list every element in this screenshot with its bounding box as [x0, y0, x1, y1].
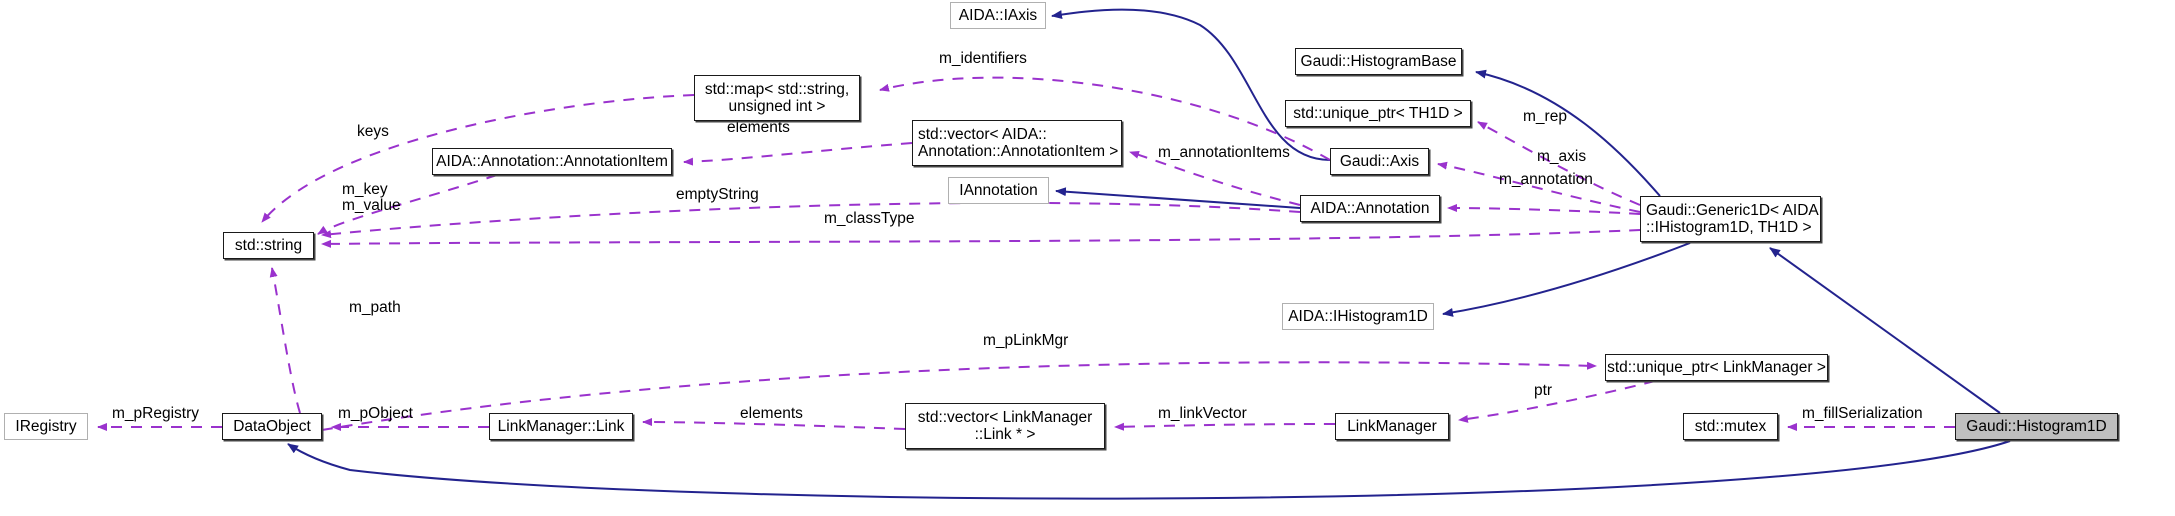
edge-label-m-pregistry: m_pRegistry: [112, 405, 199, 422]
node-std-mutex[interactable]: std::mutex: [1683, 413, 1778, 440]
node-std-vector-linkmanager-link-ptr[interactable]: std::vector< LinkManager ::Link * >: [905, 403, 1105, 449]
node-iannotation[interactable]: IAnnotation: [948, 177, 1049, 204]
edge-label-m-annotationitems: m_annotationItems: [1158, 144, 1290, 161]
edge-label-m-fillserialization: m_fillSerialization: [1802, 405, 1923, 422]
node-std-unique-ptr-th1d[interactable]: std::unique_ptr< TH1D >: [1285, 100, 1471, 127]
edge-inherit-histogram1d-dataobject: [287, 440, 2011, 500]
edge-usage-ptr: [1458, 380, 1656, 423]
edge-label-m-plinkmgr: m_pLinkMgr: [983, 332, 1069, 349]
edge-usage-m-linkvector: [1114, 422, 1336, 431]
edge-label-m-rep: m_rep: [1523, 108, 1567, 125]
edge-label-ptr: ptr: [1534, 382, 1553, 399]
edge-inherit-generic1d-ihistogram1d: [1442, 242, 1691, 317]
edge-label-m-path: m_path: [349, 299, 401, 316]
node-aida-annotation[interactable]: AIDA::Annotation: [1300, 195, 1440, 222]
edge-label-m-axis: m_axis: [1537, 148, 1587, 165]
edge-label-m-classtype: m_classType: [824, 210, 915, 227]
node-std-unique-ptr-linkmanager[interactable]: std::unique_ptr< LinkManager >: [1605, 354, 1828, 381]
node-dataobject[interactable]: DataObject: [222, 413, 322, 440]
edge-label-keys: keys: [357, 123, 389, 140]
edge-inherit-histogram1d-generic1d: [1769, 247, 2001, 414]
node-std-vector-annotationitem[interactable]: std::vector< AIDA:: Annotation::Annotati…: [912, 120, 1122, 166]
node-aida-annotation-annotationitem[interactable]: AIDA::Annotation::AnnotationItem: [432, 148, 672, 175]
node-linkmanager[interactable]: LinkManager: [1335, 413, 1449, 440]
edge-usage-m-annotation: [1447, 204, 1641, 215]
node-gaudi-axis[interactable]: Gaudi::Axis: [1330, 148, 1429, 175]
edge-usage-m-classtype: [321, 229, 1641, 248]
node-linkmanager-link[interactable]: LinkManager::Link: [489, 413, 633, 440]
node-std-string[interactable]: std::string: [223, 232, 314, 259]
edge-label-elements-link: elements: [740, 405, 803, 422]
edge-inherit-annotation-iannotation: [1055, 187, 1301, 209]
node-gaudi-generic1d[interactable]: Gaudi::Generic1D< AIDA ::IHistogram1D, T…: [1640, 196, 1821, 242]
node-gaudi-histogrambase[interactable]: Gaudi::HistogramBase: [1295, 48, 1462, 75]
node-aida-ihistogram1d[interactable]: AIDA::IHistogram1D: [1282, 303, 1434, 330]
edge-usage-elements-link: [642, 418, 906, 430]
edge-label-m-linkvector: m_linkVector: [1158, 405, 1247, 422]
edge-label-emptystring: emptyString: [676, 186, 759, 203]
edge-label-m-key-m-value: m_key m_value: [342, 181, 401, 214]
edge-usage-m-path: [269, 267, 301, 414]
node-iregistry[interactable]: IRegistry: [4, 413, 88, 440]
edge-label-elements-annotationitem: elements: [727, 119, 790, 136]
edge-usage-emptystring: [321, 201, 1301, 239]
edge-label-m-annotation: m_annotation: [1499, 171, 1593, 188]
edge-usage-elements-annotationitem: [683, 142, 913, 166]
node-std-map-string-uint[interactable]: std::map< std::string, unsigned int >: [694, 75, 860, 121]
edge-label-m-identifiers: m_identifiers: [939, 50, 1027, 67]
node-gaudi-histogram1d[interactable]: Gaudi::Histogram1D: [1955, 413, 2118, 440]
edge-label-m-pobject: m_pObject: [338, 405, 413, 422]
node-aida-iaxis[interactable]: AIDA::IAxis: [950, 2, 1046, 29]
